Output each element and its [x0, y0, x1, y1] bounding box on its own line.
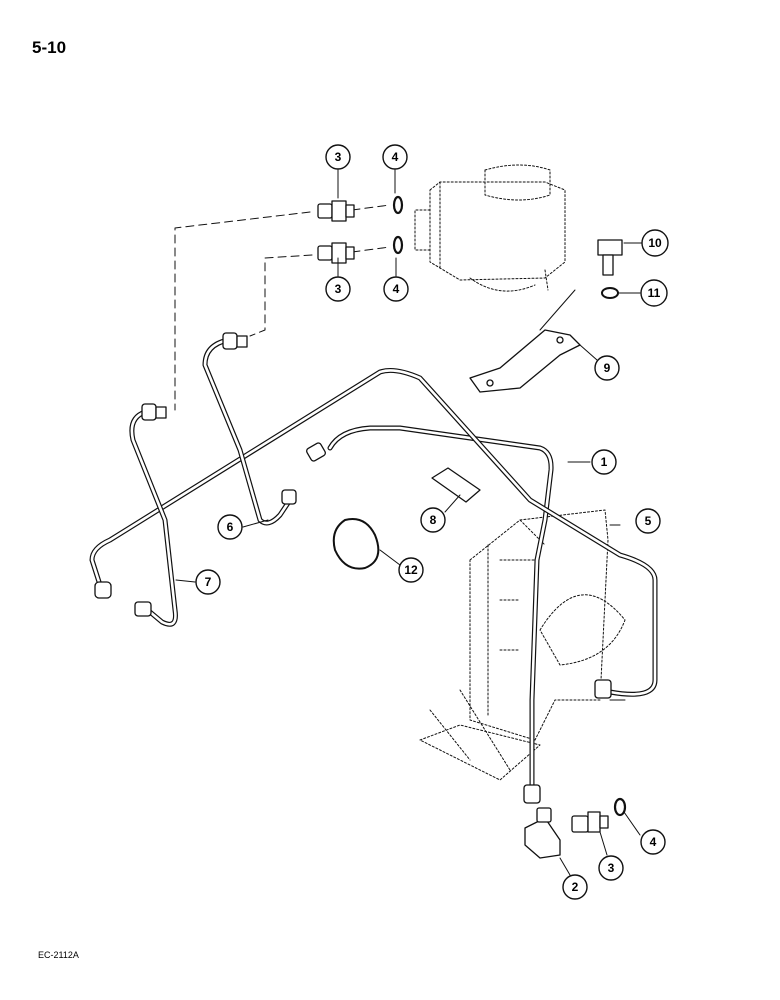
callout-4-lower: 4	[640, 829, 666, 855]
svg-text:11: 11	[648, 286, 661, 300]
callout-12: 12	[398, 557, 424, 583]
svg-text:2: 2	[572, 880, 579, 894]
callout-1: 1	[591, 449, 617, 475]
callout-3-lower: 3	[598, 855, 624, 881]
upper-pump-phantom	[414, 164, 566, 292]
o-ring-upper-a	[392, 195, 404, 215]
callout-leaders	[175, 169, 643, 876]
callout-10: 10	[641, 229, 669, 257]
o-ring-lower	[613, 797, 627, 817]
washer-11	[601, 287, 619, 299]
callouts: 3 4 3 4 10 11	[195, 144, 669, 900]
figure-code: EC-2112A	[38, 950, 79, 960]
callout-5: 5	[635, 508, 661, 534]
lower-pump-phantom	[419, 509, 626, 781]
pin-8	[431, 467, 481, 503]
svg-text:8: 8	[430, 513, 437, 527]
svg-text:1: 1	[601, 455, 608, 469]
svg-text:7: 7	[205, 575, 212, 589]
callout-7: 7	[195, 569, 221, 595]
callout-9: 9	[594, 355, 620, 381]
svg-text:10: 10	[648, 236, 662, 250]
callout-6: 6	[217, 514, 243, 540]
callout-8: 8	[420, 507, 446, 533]
svg-text:6: 6	[227, 520, 234, 534]
svg-text:12: 12	[404, 563, 418, 577]
svg-text:4: 4	[650, 835, 657, 849]
tube-6	[202, 337, 293, 526]
callout-11: 11	[640, 279, 668, 307]
leader-upper-a	[174, 211, 311, 411]
callout-3-middle: 3	[325, 276, 351, 302]
svg-text:4: 4	[393, 282, 400, 296]
callout-3-upper: 3	[325, 144, 351, 170]
svg-text:3: 3	[335, 282, 342, 296]
clip-ring-12	[332, 518, 380, 570]
o-ring-upper-b	[392, 235, 404, 255]
tube-7	[129, 409, 178, 627]
fitting-lower	[571, 811, 609, 833]
bolt-10	[597, 239, 623, 276]
svg-text:9: 9	[604, 361, 611, 375]
fitting-upper-a	[317, 200, 355, 222]
callout-4-upper: 4	[382, 144, 408, 170]
elbow-fitting	[524, 807, 561, 859]
fitting-upper-b	[317, 242, 355, 264]
callout-2: 2	[562, 874, 588, 900]
leader-upper-b	[249, 254, 313, 337]
page-number: 5-10	[32, 38, 67, 57]
tube-nuts	[94, 332, 612, 804]
svg-text:3: 3	[608, 861, 615, 875]
svg-text:4: 4	[392, 150, 399, 164]
svg-text:5: 5	[645, 514, 652, 528]
svg-text:3: 3	[335, 150, 342, 164]
callout-4-middle: 4	[383, 276, 409, 302]
